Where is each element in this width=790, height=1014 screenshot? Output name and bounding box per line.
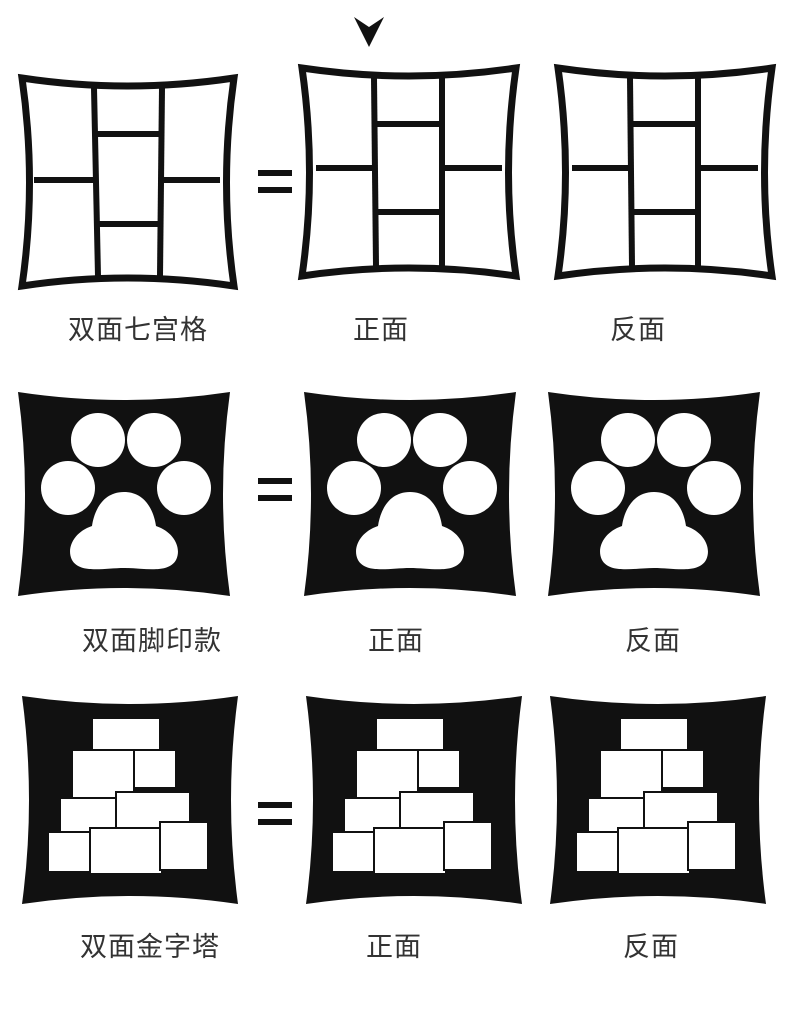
down-arrow-icon (354, 17, 384, 47)
pillow-grid-double (14, 72, 240, 294)
pillow-paw-front (300, 388, 520, 600)
pillow-paw-double (14, 388, 234, 600)
equals-sign (258, 802, 292, 828)
pillow-pyramid-front (302, 692, 526, 908)
pillow-grid-front (296, 62, 522, 284)
row-2-label-2: 正面 (368, 626, 424, 657)
row-2-label-1: 双面脚印款 (82, 626, 222, 657)
equals-sign (258, 170, 292, 196)
pillow-pyramid-double (18, 692, 242, 908)
row-1-label-3: 反面 (610, 315, 666, 346)
pillow-pyramid-back (546, 692, 770, 908)
pillow-paw-back (544, 388, 764, 600)
row-3-label-1: 双面金字塔 (80, 932, 220, 963)
equals-sign (258, 478, 292, 504)
row-1-label-1: 双面七宫格 (68, 315, 208, 346)
pillow-grid-back (552, 62, 778, 284)
row-1-label-2: 正面 (353, 315, 409, 346)
row-3-label-3: 反面 (623, 932, 679, 963)
row-2-label-3: 反面 (625, 626, 681, 657)
row-3-label-2: 正面 (366, 932, 422, 963)
